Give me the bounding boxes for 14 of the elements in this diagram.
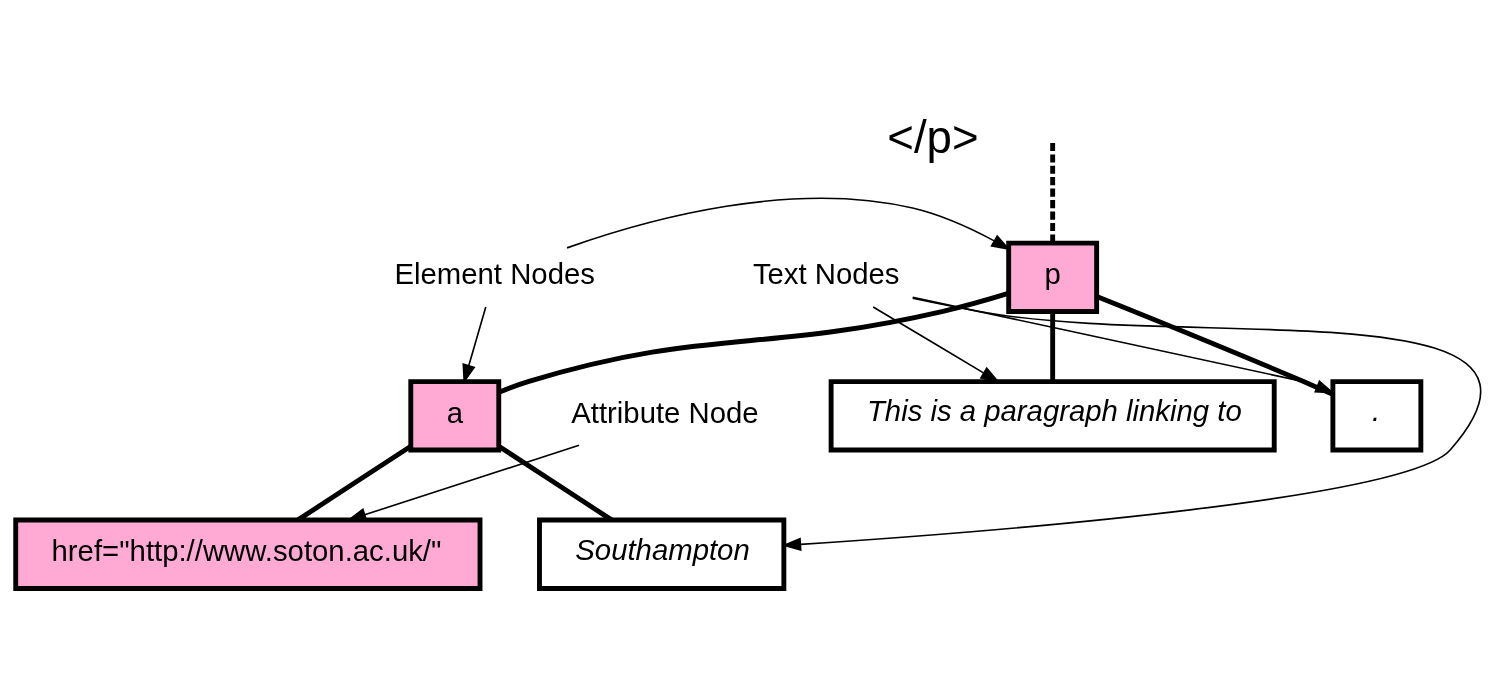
node-box: Southampton bbox=[537, 517, 787, 591]
node-box: href="http://www.soton.ac.uk/" bbox=[13, 517, 483, 591]
node-text: Text Nodes bbox=[752, 257, 900, 291]
label: </p> bbox=[887, 111, 979, 163]
node-box: p bbox=[1006, 240, 1100, 314]
node-box: This is a paragraph linking to bbox=[828, 379, 1277, 453]
connector bbox=[1050, 311, 1056, 382]
arrow bbox=[872, 306, 1000, 383]
node-box: . bbox=[1330, 379, 1424, 453]
node-text: Element Nodes bbox=[394, 257, 595, 291]
connector bbox=[1050, 143, 1056, 244]
connector bbox=[498, 291, 1009, 395]
node-box: a bbox=[408, 379, 502, 453]
node-text: Attribute Node bbox=[571, 395, 759, 429]
